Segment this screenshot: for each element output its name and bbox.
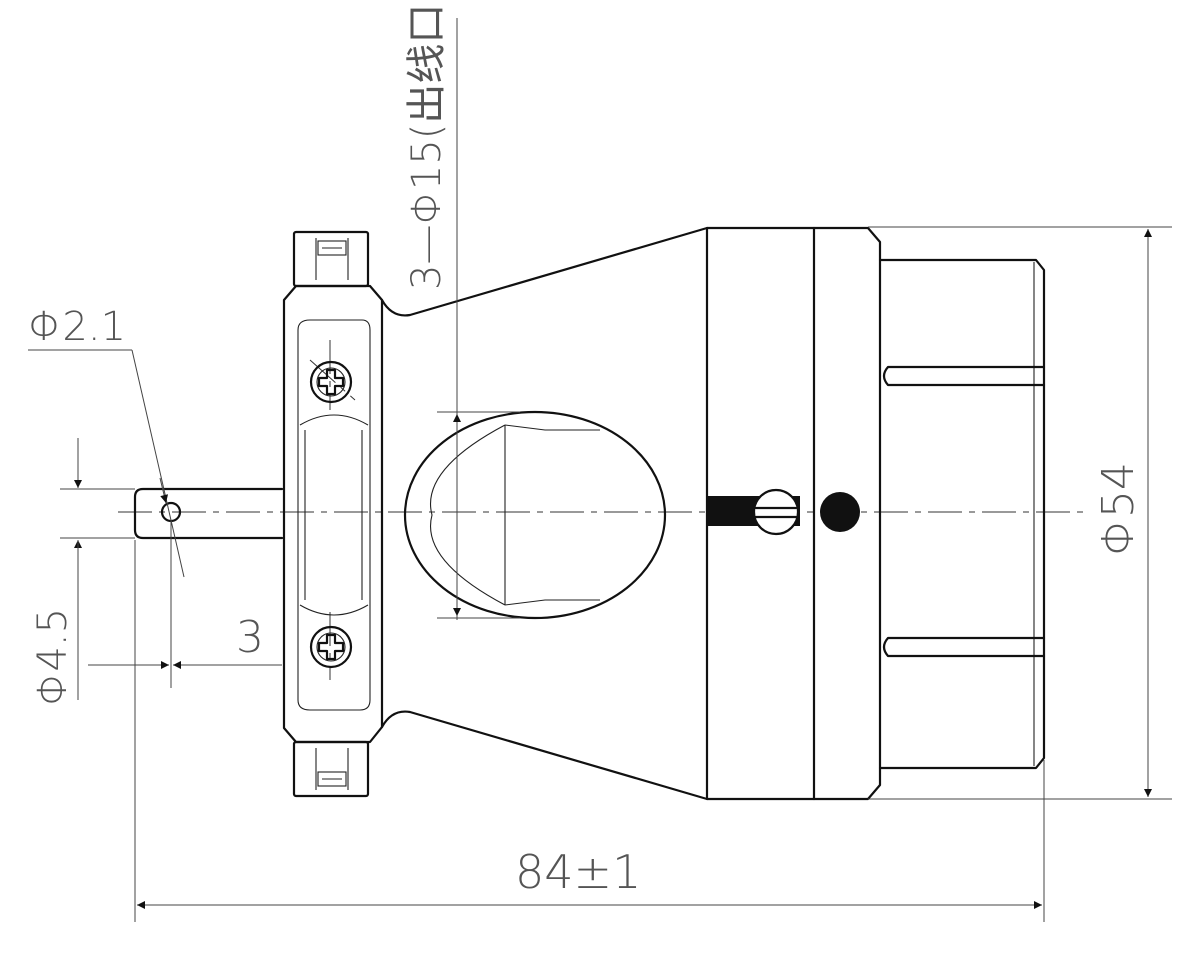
- front-cylinder: [878, 258, 1046, 770]
- tapered-housing: [380, 226, 709, 801]
- dim-hole-diameter: Φ2.1: [28, 304, 126, 350]
- cable-outlet: [403, 410, 667, 620]
- dim-pin-offset: 3: [236, 612, 264, 663]
- dim-overall-length: 84±1: [515, 845, 641, 899]
- dimension-labels: 3—Φ15(出线口) Φ54 84±1 Φ2.1 Φ4.5 3: [28, 0, 1144, 899]
- clamp-body: [282, 230, 384, 798]
- dim-outer-diameter: Φ54: [1093, 462, 1144, 556]
- main-body: [705, 226, 882, 801]
- pin: [133, 487, 284, 540]
- dim-pin-diameter: Φ4.5: [30, 608, 76, 706]
- screw-upper: [309, 360, 353, 404]
- extension-lines: [28, 18, 1172, 922]
- lock-pin: [820, 492, 860, 532]
- dim-cable-outlet: 3—Φ15(出线口): [404, 0, 450, 290]
- screw-lower: [309, 625, 353, 669]
- dimension-lines: [74, 229, 1152, 909]
